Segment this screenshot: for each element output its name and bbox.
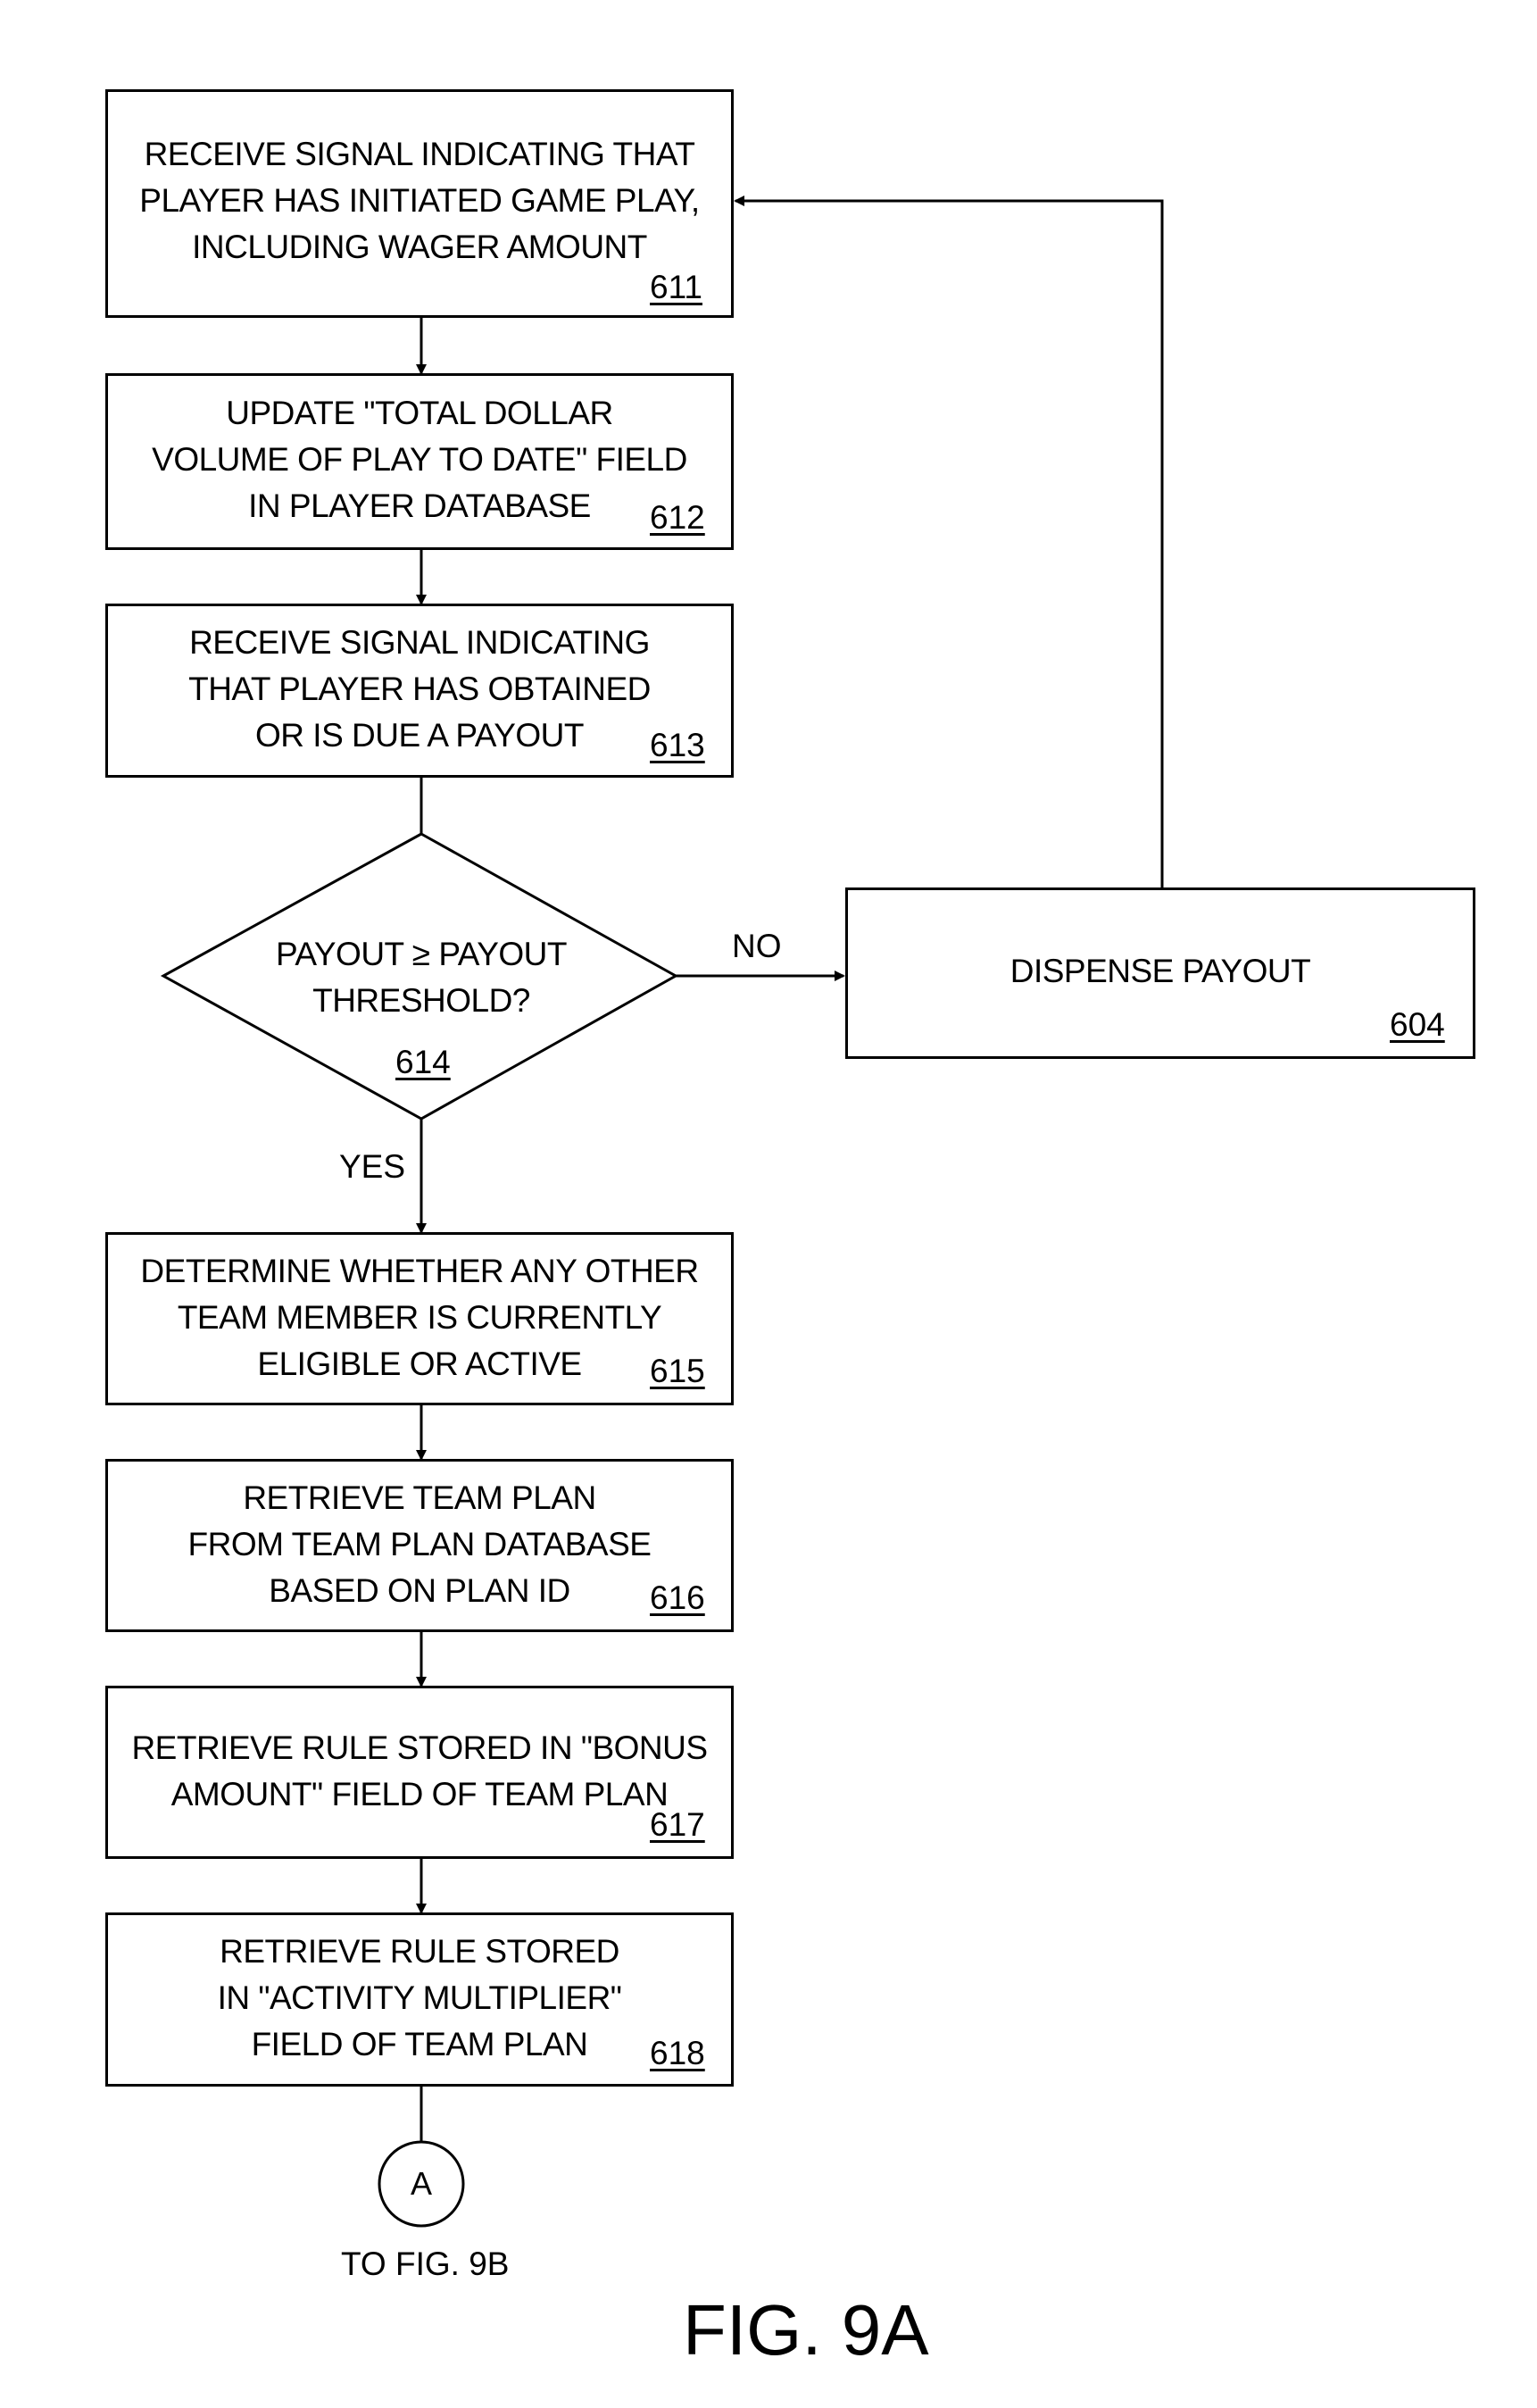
figure-title: FIG. 9A bbox=[683, 2290, 929, 2371]
step-611-text: RECEIVE SIGNAL INDICATING THAT PLAYER HA… bbox=[105, 131, 734, 271]
step-618-ref: 618 bbox=[650, 2036, 705, 2071]
decision-614-ref: 614 bbox=[395, 1045, 451, 1080]
step-616-text: RETRIEVE TEAM PLAN FROM TEAM PLAN DATABA… bbox=[105, 1475, 734, 1614]
step-604-text: DISPENSE PAYOUT bbox=[845, 948, 1475, 995]
step-617-text: RETRIEVE RULE STORED IN "BONUS AMOUNT" F… bbox=[105, 1725, 734, 1818]
step-617-ref: 617 bbox=[650, 1807, 705, 1843]
step-615-text: DETERMINE WHETHER ANY OTHER TEAM MEMBER … bbox=[105, 1248, 734, 1387]
step-616-ref: 616 bbox=[650, 1580, 705, 1616]
step-604-ref: 604 bbox=[1390, 1007, 1445, 1043]
yes-label: YES bbox=[339, 1149, 405, 1185]
step-615-ref: 615 bbox=[650, 1354, 705, 1389]
arrow-loop-back bbox=[735, 201, 1162, 887]
step-613-ref: 613 bbox=[650, 728, 705, 763]
step-612-ref: 612 bbox=[650, 500, 705, 536]
step-613-text: RECEIVE SIGNAL INDICATING THAT PLAYER HA… bbox=[105, 620, 734, 759]
step-611-ref: 611 bbox=[650, 270, 702, 305]
decision-614-text: PAYOUT ≥ PAYOUT THRESHOLD? bbox=[243, 931, 600, 1024]
step-612-text: UPDATE "TOTAL DOLLAR VOLUME OF PLAY TO D… bbox=[105, 390, 734, 529]
connector-letter: A bbox=[386, 2166, 457, 2202]
step-618-text: RETRIEVE RULE STORED IN "ACTIVITY MULTIP… bbox=[105, 1929, 734, 2068]
connector-caption: TO FIG. 9B bbox=[341, 2246, 509, 2282]
no-label: NO bbox=[732, 929, 782, 964]
